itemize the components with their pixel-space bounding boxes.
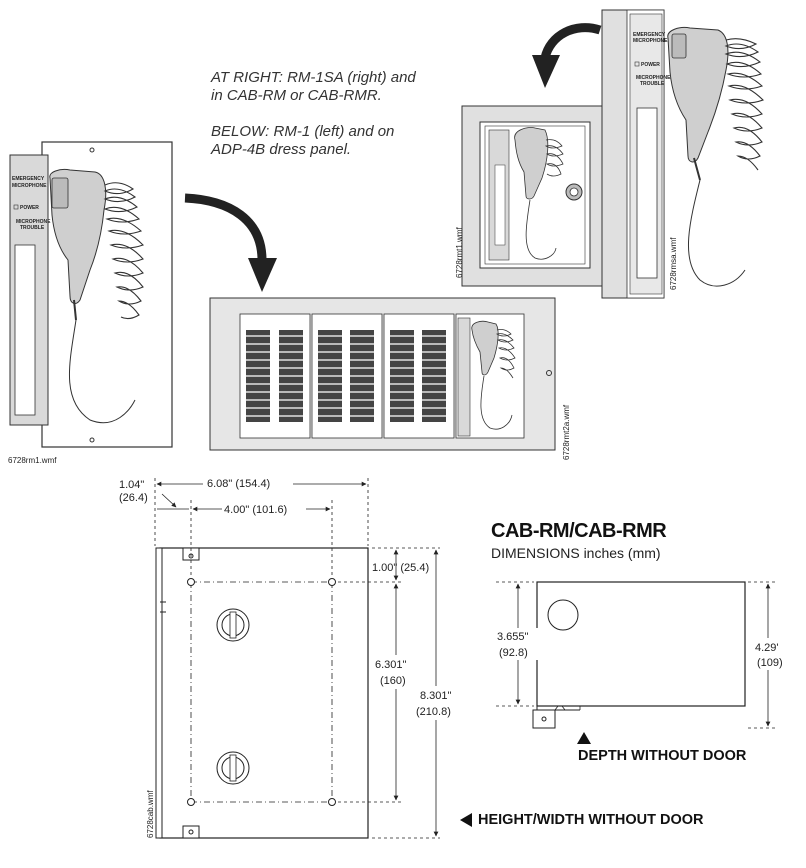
- dim-height-in: 8.301": [420, 690, 452, 702]
- dim-depth-partial-in: 3.655": [497, 631, 529, 643]
- file-label-rmt1: 6728rmt1.wmf: [455, 227, 464, 278]
- diagram-title: CAB-RM/CAB-RMR: [491, 520, 667, 542]
- arrow-to-cabinet: [540, 23, 602, 60]
- dim-depth-in: 4.29': [755, 642, 779, 654]
- rm1sa-emergency-label: EMERGENCY: [633, 32, 666, 38]
- dim-height-mm: (210.8): [416, 706, 451, 718]
- rm1sa-power-label: POWER: [641, 62, 660, 68]
- rm1-mictrouble-label-2: TROUBLE: [20, 225, 45, 231]
- file-label-rmt2a: 6728rmt2a.wmf: [562, 404, 571, 460]
- rm1sa-microphone-label: MICROPHONE: [633, 38, 668, 44]
- rm1-coiled-cord: [103, 182, 145, 320]
- dim-width-inner: 4.00" (101.6): [224, 504, 287, 516]
- depth-without-door-label: DEPTH WITHOUT DOOR: [578, 748, 747, 764]
- height-width-triangle-icon: [460, 813, 472, 827]
- dim-hole-spacing-in: 6.301": [375, 659, 407, 671]
- adp4b-dress-panel: [209, 297, 556, 451]
- side-dimension-drawing: 3.655" (92.8) 4.29' (109): [496, 581, 788, 729]
- file-label-rmsa: 6728rmsa.wmf: [669, 237, 678, 290]
- rm1sa-mictrouble-label-2: TROUBLE: [640, 81, 665, 87]
- dim-depth-mm: (109): [757, 657, 783, 669]
- dim-width-outer: 6.08" (154.4): [207, 478, 270, 490]
- rm1-microphone-label: MICROPHONE: [12, 183, 47, 189]
- dim-depth-partial-mm: (92.8): [499, 647, 528, 659]
- caption-line-3: BELOW: RM-1 (left) and on: [211, 123, 395, 140]
- file-label-rm1: 6728rm1.wmf: [8, 456, 57, 465]
- rm1-power-label: POWER: [20, 205, 39, 211]
- rm1-mictrouble-label-1: MICROPHONE: [16, 219, 51, 225]
- caption-line-2: in CAB-RM or CAB-RMR.: [211, 87, 382, 104]
- knockout-upper: [216, 608, 250, 642]
- rm1-unit: EMERGENCY MICROPHONE POWER MICROPHONE TR…: [8, 141, 173, 465]
- caption-line-4: ADP-4B dress panel.: [211, 141, 352, 158]
- rm1sa-unit: EMERGENCY MICROPHONE POWER MICROPHONE TR…: [601, 9, 765, 299]
- dim-left-offset-in: 1.04": [119, 479, 144, 491]
- diagram-subtitle: DIMENSIONS inches (mm): [491, 545, 661, 561]
- rm1-emergency-label: EMERGENCY: [12, 176, 45, 182]
- dim-left-offset-mm: (26.4): [119, 492, 148, 504]
- caption: AT RIGHT: RM-1SA (right) and in CAB-RM o…: [211, 69, 416, 159]
- height-width-without-door-label: HEIGHT/WIDTH WITHOUT DOOR: [478, 812, 704, 828]
- rm1sa-mictrouble-label-1: MICROPHONE: [636, 75, 671, 81]
- arrow-to-dress-panel: [184, 193, 267, 261]
- file-label-cab: 6728cab.wmf: [146, 790, 155, 838]
- front-dimension-drawing: 6.08" (154.4) 4.00" (101.6) 1.04" (26.4)…: [119, 475, 462, 839]
- dim-top-offset: 1.00" (25.4): [372, 562, 429, 574]
- depth-triangle-icon: [577, 732, 591, 744]
- caption-line-1: AT RIGHT: RM-1SA (right) and: [211, 69, 416, 86]
- dim-hole-spacing-mm: (160): [380, 675, 406, 687]
- knockout-lower: [216, 751, 250, 785]
- cab-rm-with-rm1: [461, 105, 608, 287]
